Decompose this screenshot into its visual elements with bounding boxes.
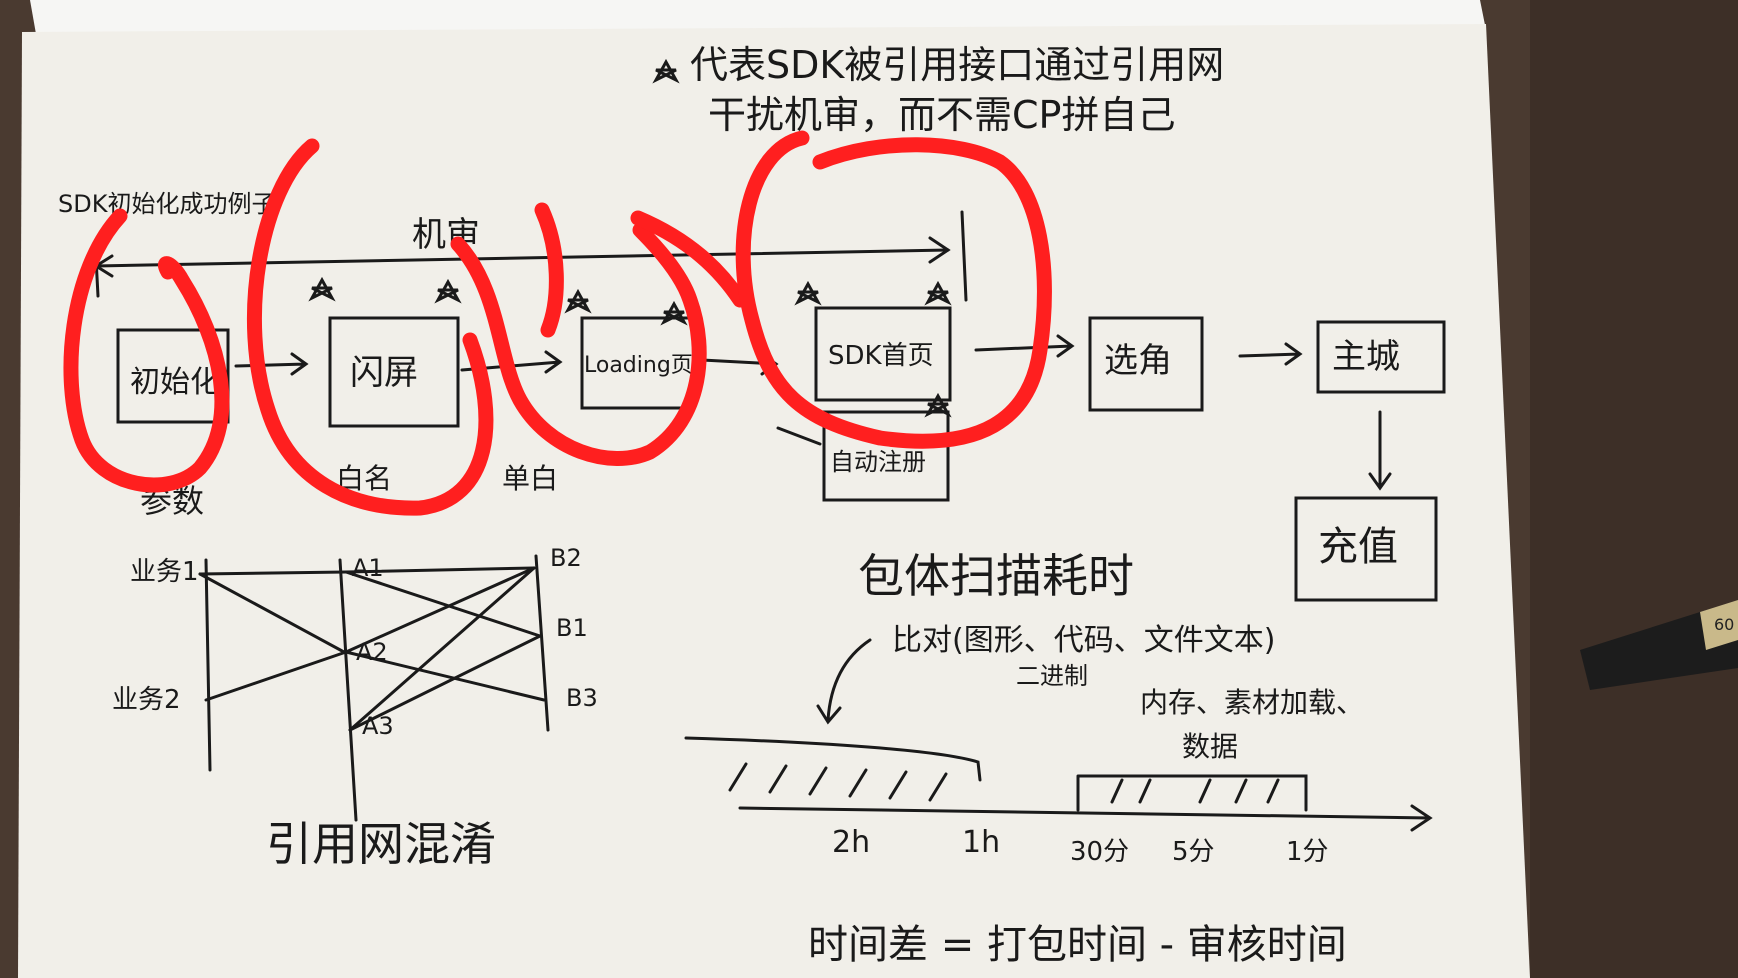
legend-line-1: 代表SDK被引用接口通过引用网 bbox=[690, 43, 1224, 87]
graph-edge-2 bbox=[198, 572, 346, 654]
flow-step-loading: Loading页 bbox=[584, 353, 693, 378]
timeline-upper-bracket bbox=[684, 736, 982, 782]
red-stroke-4 bbox=[630, 210, 748, 308]
box-recharge-outline bbox=[1294, 496, 1438, 602]
scan-right-note-1: 内存、素材加载、 bbox=[1140, 686, 1364, 719]
flow-step-recharge: 充值 bbox=[1318, 524, 1398, 570]
star-mark-3 bbox=[564, 288, 592, 314]
graph-node-a3: A3 bbox=[362, 712, 394, 740]
graph-node-b3: B3 bbox=[566, 684, 598, 712]
desk-shadow bbox=[1530, 0, 1738, 978]
timeline-hatch-left bbox=[728, 762, 948, 802]
box-sdk-home-outline bbox=[814, 306, 952, 402]
pen-object: 60 bbox=[1580, 600, 1738, 690]
red-stroke-3b bbox=[534, 202, 564, 338]
legend-line-2: 干扰机审，而不需CP拼自己 bbox=[708, 93, 1175, 137]
flow-step-role-select: 选角 bbox=[1104, 341, 1172, 381]
graph-node-b2: B2 bbox=[550, 544, 582, 572]
graph-node-biz1: 业务1 bbox=[130, 557, 199, 587]
graph-axis-left bbox=[204, 558, 212, 772]
box-auto-register-outline bbox=[822, 410, 950, 502]
flow-step-init: 初始化 bbox=[130, 365, 220, 400]
star-mark-1 bbox=[308, 276, 336, 302]
box-splash-outline bbox=[328, 316, 460, 428]
flow-step-splash: 闪屏 bbox=[350, 353, 418, 393]
timeline-tick-1m: 1分 bbox=[1286, 837, 1329, 867]
red-loop-3 bbox=[450, 222, 707, 466]
red-box-sdk-home bbox=[735, 130, 1052, 449]
graph-caption: 引用网混淆 bbox=[266, 817, 496, 871]
graph-node-b1: B1 bbox=[556, 614, 588, 642]
flow-step-sdk-home: SDK首页 bbox=[828, 341, 934, 371]
graph-edge-4 bbox=[344, 566, 536, 654]
arrow-role-city bbox=[1238, 342, 1303, 366]
scan-title: 包体扫描耗时 bbox=[858, 549, 1134, 603]
box-role-select-outline bbox=[1088, 316, 1204, 412]
arrow-sdk-role bbox=[974, 334, 1075, 358]
timeline-bracket-right bbox=[1076, 774, 1308, 812]
red-loop-2 bbox=[247, 138, 494, 516]
graph-edge-5 bbox=[344, 650, 546, 702]
scan-right-note-2: 数据 bbox=[1182, 730, 1238, 763]
back-page bbox=[30, 0, 1486, 34]
graph-node-biz2: 业务2 bbox=[112, 685, 181, 715]
graph-node-a1: A1 bbox=[352, 554, 384, 582]
arrow-city-recharge bbox=[1368, 410, 1392, 491]
graph-edge-7 bbox=[348, 566, 536, 732]
formula: 时间差 = 打包时间 - 审核时间 bbox=[808, 922, 1347, 968]
arrow-to-autoreg bbox=[776, 426, 822, 446]
star-mark-5 bbox=[794, 280, 822, 306]
red-loop-1 bbox=[63, 208, 230, 493]
box-init-outline bbox=[116, 328, 230, 424]
arrow-init-splash bbox=[234, 352, 309, 376]
graph-edge-6 bbox=[204, 650, 348, 702]
scan-pointer-arrow bbox=[816, 638, 872, 725]
scan-line-3: 二进制 bbox=[1016, 662, 1088, 690]
graph-node-a2: A2 bbox=[356, 638, 388, 666]
graph-edge-3 bbox=[344, 570, 542, 638]
flow-step-auto-register: 自动注册 bbox=[830, 448, 926, 476]
timeline-tick-30m: 30分 bbox=[1070, 837, 1129, 867]
span-arrow-line bbox=[94, 248, 950, 268]
star-mark-4 bbox=[660, 300, 688, 326]
graph-edge-8 bbox=[348, 634, 542, 732]
star-mark-7 bbox=[924, 392, 952, 418]
graph-axis-right bbox=[534, 554, 550, 732]
paper-sheet bbox=[18, 24, 1530, 978]
graph-axis-mid bbox=[338, 558, 358, 822]
timeline-axis bbox=[738, 804, 1433, 832]
timeline-hatch-right bbox=[1110, 778, 1280, 804]
red-marker-annotations bbox=[63, 130, 1052, 516]
svg-text:60: 60 bbox=[1714, 615, 1734, 634]
span-end-tick bbox=[960, 210, 968, 302]
timeline-tick-2h: 2h bbox=[832, 825, 870, 860]
flow-step-main-city: 主城 bbox=[1332, 337, 1400, 377]
timeline-tick-1h: 1h bbox=[962, 825, 1000, 860]
star-mark-legend bbox=[652, 58, 680, 84]
handwriting: 代表SDK被引用接口通过引用网 干扰机审，而不需CP拼自己 SDK初始化成功例子… bbox=[58, 43, 1400, 968]
star-mark-6 bbox=[924, 280, 952, 306]
span-arrow-right-head bbox=[928, 236, 951, 264]
star-mark-2 bbox=[434, 278, 462, 304]
scan-line-2: 比对(图形、代码、文件文本) bbox=[892, 623, 1275, 658]
top-left-label: SDK初始化成功例子 bbox=[58, 190, 275, 218]
under-label-white2: 单白 bbox=[502, 462, 558, 495]
box-main-city-outline bbox=[1316, 320, 1446, 394]
timeline-tick-5m: 5分 bbox=[1172, 837, 1215, 867]
